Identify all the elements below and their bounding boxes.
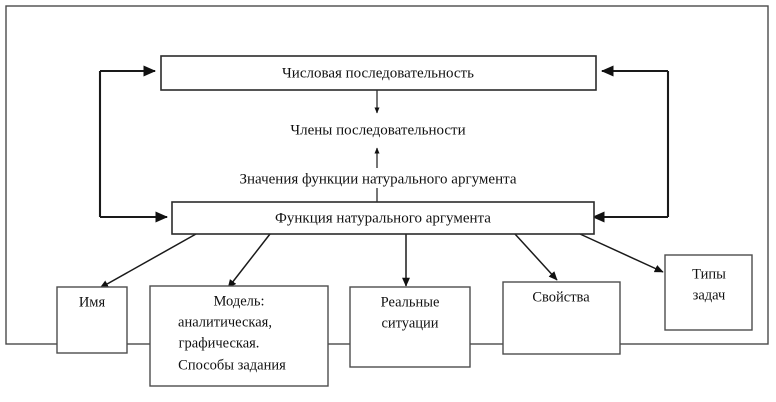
properties-label: Свойства <box>532 289 590 305</box>
arrow-function-to-properties <box>514 233 558 281</box>
node-model[interactable]: Модель: аналитическая, графическая. Спос… <box>149 285 329 387</box>
arrow-function-to-task-types <box>579 233 664 273</box>
real-situations-label-line-2: ситуации <box>381 315 438 331</box>
name-label: Имя <box>79 294 106 310</box>
model-box[interactable] <box>149 285 329 387</box>
model-label-line-4: Способы задания <box>178 357 286 373</box>
real-situations-box[interactable] <box>349 286 471 368</box>
task-types-label-line-1: Типы <box>692 266 726 282</box>
properties-box[interactable] <box>502 281 621 355</box>
function-values-label: Значения функции натурального аргумента <box>239 171 516 187</box>
task-types-label-line-2: задач <box>693 287 726 303</box>
arrow-function-to-model <box>227 233 271 289</box>
natural-argument-function-label: Функция натурального аргумента <box>275 210 491 226</box>
node-numeric-sequence[interactable]: Числовая последовательность <box>160 55 597 91</box>
sequence-members-label: Члены последовательности <box>290 122 465 138</box>
node-task-types[interactable]: Типы задач <box>664 254 753 331</box>
model-label-line-2: аналитическая, <box>178 314 272 330</box>
node-properties[interactable]: Свойства <box>502 281 621 355</box>
node-name[interactable]: Имя <box>56 286 128 354</box>
arrow-function-to-name <box>99 233 197 289</box>
numeric-sequence-box[interactable] <box>160 55 597 91</box>
model-label-line-1: Модель: <box>213 293 264 309</box>
task-types-box[interactable] <box>664 254 753 331</box>
node-real-situations[interactable]: Реальные ситуации <box>349 286 471 368</box>
name-box[interactable] <box>56 286 128 354</box>
node-natural-argument-function[interactable]: Функция натурального аргумента <box>171 201 595 235</box>
natural-argument-function-box[interactable] <box>171 201 595 235</box>
model-label-line-3: графическая. <box>179 335 260 351</box>
real-situations-label-line-1: Реальные <box>381 294 440 310</box>
numeric-sequence-label: Числовая последовательность <box>282 65 474 81</box>
